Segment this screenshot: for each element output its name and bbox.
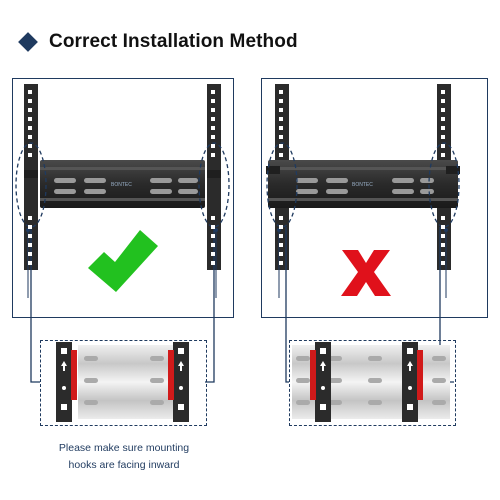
- arm-hole: [211, 216, 215, 220]
- arm-hole: [279, 99, 283, 103]
- left-hook-highlight: [266, 142, 298, 228]
- arm-hole: [211, 117, 215, 121]
- incorrect-hook-closeup: [292, 342, 450, 422]
- arm-hole: [28, 153, 32, 157]
- arm-hole: [279, 144, 283, 148]
- arm-hole: [279, 90, 283, 94]
- arm-hole: [211, 99, 215, 103]
- arm-hole: [28, 117, 32, 121]
- arm-hole: [441, 144, 445, 148]
- wall-plate-bar: [40, 160, 205, 208]
- arm-hole: [28, 135, 32, 139]
- arm-hole: [211, 243, 215, 247]
- arm-hole: [211, 252, 215, 256]
- arm-hole: [441, 243, 445, 247]
- brand-label: BONTEC: [111, 182, 132, 188]
- incorrect-hook-detail: [289, 340, 456, 426]
- correct-hook-detail: [40, 340, 207, 426]
- arm-hole: [441, 252, 445, 256]
- arm-hole: [441, 261, 445, 265]
- arm-hole: [211, 135, 215, 139]
- note-line-1: Please make sure mounting: [58, 442, 190, 454]
- arm-hole: [28, 252, 32, 256]
- section-title: Correct Installation Method: [49, 31, 298, 52]
- arm-hole: [28, 144, 32, 148]
- section-header: Correct Installation Method: [18, 29, 298, 55]
- arm-hole: [211, 234, 215, 238]
- arm-hole: [441, 135, 445, 139]
- arm-hole: [279, 126, 283, 130]
- arm-hole: [279, 135, 283, 139]
- arm-hole: [211, 108, 215, 112]
- arm-hole: [441, 225, 445, 229]
- arm-hole: [279, 216, 283, 220]
- arm-hole: [28, 261, 32, 265]
- arm-hole: [441, 216, 445, 220]
- right-hook-highlight: [198, 142, 230, 228]
- arm-hole: [279, 234, 283, 238]
- arm-hole: [279, 225, 283, 229]
- incorrect-mount-drawing: BONTEC: [266, 84, 460, 383]
- arm-hole: [279, 153, 283, 157]
- arm-hole: [279, 261, 283, 265]
- left-hook-highlight: [15, 142, 47, 228]
- wall-plate-bar: [268, 160, 458, 208]
- arm-hole: [28, 234, 32, 238]
- arm-hole: [211, 126, 215, 130]
- green-checkmark-icon: [88, 230, 158, 292]
- arm-hole: [279, 243, 283, 247]
- arm-hole: [279, 117, 283, 121]
- arm-hole: [279, 252, 283, 256]
- correct-hook-closeup: [56, 342, 189, 422]
- right-hook-highlight: [428, 142, 460, 228]
- note-line-2: hooks are facing inward: [68, 459, 180, 471]
- arm-hole: [211, 261, 215, 265]
- arm-hole: [28, 243, 32, 247]
- arm-hole: [441, 153, 445, 157]
- arm-hole: [28, 216, 32, 220]
- arm-hole: [441, 90, 445, 94]
- arm-hole: [441, 234, 445, 238]
- arm-hole: [441, 126, 445, 130]
- arm-hole: [211, 90, 215, 94]
- arm-hole: [211, 153, 215, 157]
- arm-hole: [28, 90, 32, 94]
- arm-hole: [28, 99, 32, 103]
- arm-hole: [441, 99, 445, 103]
- arm-hole: [28, 126, 32, 130]
- arm-hole: [211, 225, 215, 229]
- correct-mount-drawing: BONTEC: [15, 84, 230, 383]
- red-x-icon: [341, 250, 391, 296]
- arm-hole: [441, 108, 445, 112]
- arm-hole: [441, 117, 445, 121]
- arm-hole: [279, 108, 283, 112]
- arm-hole: [28, 225, 32, 229]
- brand-label: BONTEC: [352, 182, 373, 188]
- mounting-note: Please make sure mounting hooks are faci…: [44, 440, 204, 474]
- arm-hole: [28, 108, 32, 112]
- arm-hole: [211, 144, 215, 148]
